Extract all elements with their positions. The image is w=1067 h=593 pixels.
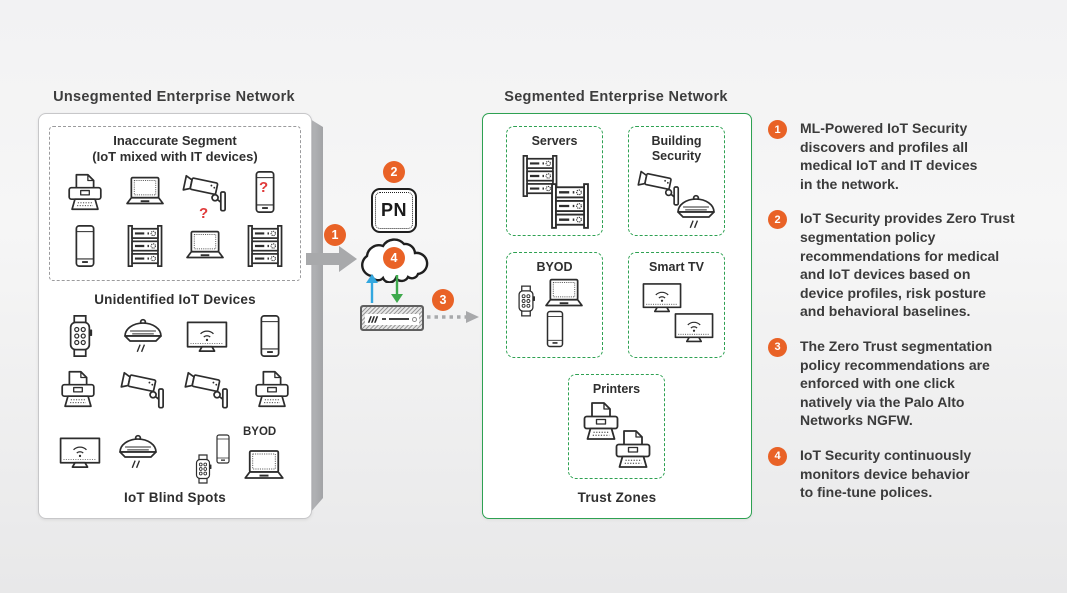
- steps-list: 1 ML-Powered IoT Security discovers and p…: [768, 119, 1060, 518]
- unsegmented-network-title: Unsegmented Enterprise Network: [53, 89, 295, 105]
- inaccurate-row-2: [62, 223, 288, 269]
- security-camera-icon: [184, 366, 230, 412]
- panel-line: [388, 317, 410, 321]
- laptop-icon: [182, 223, 228, 269]
- zone-label: BYOD: [536, 260, 573, 274]
- smartphone-icon: [62, 223, 108, 269]
- step-text: The Zero Trust segmentation policy recom…: [800, 337, 993, 429]
- byod-label: BYOD: [243, 426, 277, 438]
- step-2-badge: 2: [383, 161, 405, 183]
- step-4-badge: 4: [383, 247, 405, 269]
- printer-icon: [55, 366, 101, 412]
- flow-arrow-icon: [306, 246, 357, 272]
- trust-zones-caption: Trust Zones: [577, 490, 657, 505]
- byod-device-cluster: BYOD: [187, 422, 295, 498]
- security-camera-icon: [120, 366, 166, 412]
- server-rack-icon: [242, 223, 288, 269]
- laptop-icon: [122, 169, 168, 215]
- zone-label: Building Security: [651, 134, 702, 163]
- pn-logo-box: PN: [371, 188, 417, 233]
- step-text: IoT Security provides Zero Trust segment…: [800, 210, 1015, 320]
- smartphone-icon: [247, 313, 293, 359]
- smartphone-icon: [535, 303, 575, 355]
- smart-tv-icon: [184, 313, 230, 359]
- unsegmented-network-box: Inaccurate Segment (IoT mixed with IT de…: [38, 113, 312, 519]
- box-3d-edge: [310, 119, 323, 513]
- trust-zone-smarttv: Smart TV: [628, 252, 725, 358]
- zone-label: Smart TV: [649, 260, 704, 274]
- laptop-icon: [235, 442, 293, 490]
- server-rack-icon: [545, 181, 595, 231]
- step-item: 3 The Zero Trust segmentation policy reco…: [768, 337, 1060, 430]
- printer-icon: [249, 366, 295, 412]
- trust-zone-byod: BYOD: [506, 252, 603, 358]
- smoke-detector-icon: [115, 429, 161, 475]
- palo-alto-logo-icon: [367, 315, 379, 323]
- server-rack-icon: [122, 223, 168, 269]
- segmented-network-title: Segmented Enterprise Network: [504, 89, 728, 105]
- ngfw-appliance-icon: [360, 305, 424, 331]
- step-item: 2 IoT Security provides Zero Trust segmen…: [768, 209, 1060, 321]
- unknown-device-question-mark: ?: [199, 205, 209, 222]
- step-item: 4 IoT Security continuously monitors devi…: [768, 446, 1060, 502]
- unidentified-row-1: [57, 313, 293, 359]
- enforce-arrow-icon: [427, 311, 479, 323]
- upload-arrow-icon: [366, 274, 378, 303]
- trust-zone-building: Building Security: [628, 126, 725, 236]
- iot-blind-spots-caption: IoT Blind Spots: [124, 490, 226, 505]
- smart-tv-icon: [669, 305, 719, 349]
- step-badge: 1: [768, 120, 787, 139]
- trust-zone-servers: Servers: [506, 126, 603, 236]
- step-text: ML-Powered IoT Security discovers and pr…: [800, 120, 978, 192]
- step-badge: 2: [768, 210, 787, 230]
- ngfw-front-panel: [365, 313, 419, 325]
- step-1-badge: 1: [324, 224, 346, 246]
- zone-label: Printers: [592, 382, 641, 396]
- smoke-detector-icon: [120, 313, 166, 359]
- trust-zone-printers: Printers: [568, 374, 665, 479]
- inaccurate-segment-box: Inaccurate Segment (IoT mixed with IT de…: [49, 126, 301, 281]
- panel-dash: [381, 318, 386, 320]
- zone-label: Servers: [531, 134, 578, 148]
- smoke-detector-icon: [673, 189, 719, 235]
- unidentified-devices-title: Unidentified IoT Devices: [94, 292, 256, 307]
- download-arrow-icon: [391, 275, 403, 303]
- unidentified-row-3: BYOD: [55, 422, 303, 498]
- smart-tv-icon: [57, 429, 103, 475]
- step-badge: 4: [768, 446, 787, 466]
- printer-icon: [62, 169, 108, 215]
- smartwatch-icon: [57, 313, 103, 359]
- panel-led: [412, 316, 417, 322]
- unidentified-row-2: [55, 366, 295, 412]
- inaccurate-row-1: [62, 169, 288, 215]
- step-badge: 3: [768, 337, 787, 357]
- step-3-badge: 3: [432, 289, 454, 311]
- unknown-device-question-mark: ?: [259, 179, 269, 196]
- inaccurate-segment-title: Inaccurate Segment (IoT mixed with IT de…: [92, 133, 258, 164]
- unidentified-row-3-icons: [57, 429, 161, 475]
- step-text: IoT Security continuously monitors devic…: [800, 446, 972, 501]
- printer-icon: [609, 425, 657, 473]
- step-item: 1 ML-Powered IoT Security discovers and p…: [768, 119, 1060, 193]
- pn-logo: PN: [375, 192, 413, 229]
